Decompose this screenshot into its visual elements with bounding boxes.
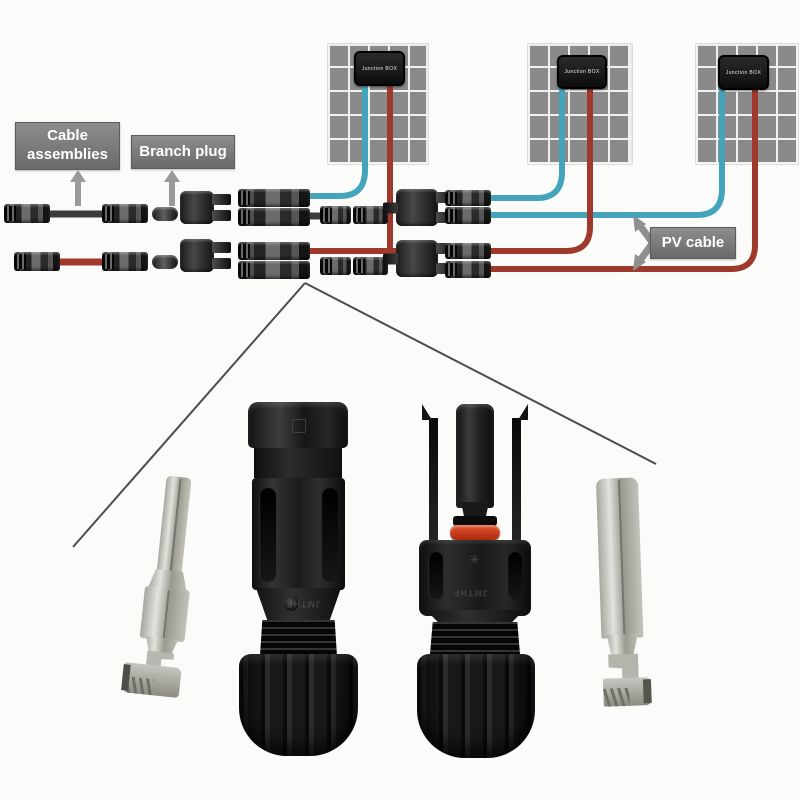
terminal-barrel	[139, 585, 190, 643]
connector-row2-mating-left	[320, 257, 351, 275]
male-side-slot	[507, 552, 522, 600]
arrow-shaft	[75, 181, 81, 206]
connector-row1-output-top	[445, 190, 491, 206]
junction-box-label: Junction BOX	[725, 69, 762, 76]
branch-plug-row1-right	[383, 189, 455, 226]
connector-row2-output-bottom	[445, 261, 491, 278]
connector-row1-assembly-right	[102, 204, 148, 223]
female-gland-nut	[239, 654, 358, 756]
junction-box-1: Junction BOX	[354, 51, 405, 86]
terminal-foot-edge	[642, 679, 652, 704]
junction-box-label: Junction BOX	[564, 69, 600, 75]
connector-row2-assembly-left	[14, 252, 60, 271]
male-threads	[430, 622, 520, 654]
connector-row1-mating-right	[353, 206, 388, 224]
connector-row2-pair-bottom	[238, 261, 310, 279]
connector-row1-round-coupler	[152, 207, 178, 221]
connector-row2-pair-top	[238, 242, 310, 260]
branch-plug-inlet	[383, 202, 398, 213]
connector-row2-assembly-right	[102, 252, 148, 271]
emboss-logo	[284, 596, 299, 611]
label-pv-cable-text: PV cable	[661, 233, 725, 251]
male-pin-taper	[461, 502, 489, 518]
male-side-slot	[428, 552, 443, 600]
label-pv-cable: PV cable	[650, 227, 736, 259]
female-threads	[260, 620, 337, 656]
branch-plug-inlet	[383, 253, 398, 264]
terminal-serrations	[603, 687, 630, 707]
clip-barb	[422, 404, 432, 420]
connector-row2-output-top	[445, 243, 491, 259]
male-body: ✳ JMTHF	[419, 540, 531, 616]
arrow-head	[164, 170, 180, 182]
mc4-female-connector: JMTHF	[237, 400, 361, 764]
emboss-star-icon: ✳	[469, 552, 480, 567]
negative-cable-panel-1	[305, 79, 368, 199]
connector-row2-round-coupler	[152, 255, 178, 269]
positive-cable-panel-1	[353, 79, 393, 268]
callout-line-left	[72, 282, 306, 548]
connector-row1-mating-left	[320, 206, 351, 224]
male-pin	[456, 404, 494, 508]
terminal-notch	[608, 654, 639, 681]
pv-cable-arrowhead-down	[633, 254, 646, 271]
terminal-crimp-foot	[120, 662, 182, 699]
female-side-slot	[321, 488, 338, 582]
label-cable-assemblies-line2: assemblies	[27, 146, 108, 163]
clip-barb	[518, 404, 528, 420]
male-cone	[426, 610, 524, 624]
male-clip-arm-left	[422, 404, 438, 542]
terminal-crimp-foot	[602, 677, 652, 707]
connector-row1-pair-top	[238, 189, 310, 207]
connector-row1-assembly-left	[4, 204, 50, 223]
junction-box-3: Junction BOX	[718, 55, 769, 90]
male-clip-arm-right	[512, 404, 528, 542]
arrow-to-cable-assemblies	[70, 170, 86, 206]
positive-cable-panel-2	[485, 83, 593, 254]
callout-line-right	[304, 282, 657, 465]
male-collar	[453, 516, 497, 526]
terminal-neck	[605, 633, 640, 656]
branch-plug-row2-left	[180, 239, 231, 272]
connector-row2-mating-right	[353, 257, 388, 275]
positive-cable-panel-3	[485, 83, 758, 272]
emboss-brand-text: JMTHF	[453, 588, 488, 598]
mc4-male-connector: ✳ JMTHF	[413, 404, 539, 766]
female-cap	[248, 402, 348, 448]
branch-plug-row2-right	[383, 240, 455, 277]
arrow-shaft	[169, 181, 175, 206]
label-branch-plug-text: Branch plug	[139, 142, 227, 160]
male-o-ring	[450, 525, 500, 540]
female-cone: JMTHF	[256, 588, 341, 622]
metal-crimp-terminal-right	[588, 477, 658, 715]
terminal-barrel	[595, 477, 644, 639]
arrow-head	[70, 170, 86, 182]
pv-cable-arrowhead-up	[633, 215, 646, 232]
junction-box-label: Junction BOX	[361, 65, 398, 72]
male-gland-nut	[417, 654, 535, 758]
label-cable-assemblies-line1: Cable	[47, 127, 88, 145]
emboss-brand-text: JMTHF	[286, 599, 321, 609]
connector-row1-output-bottom	[445, 207, 491, 224]
label-branch-plug: Branch plug	[131, 135, 235, 169]
label-cable-assemblies: Cable assemblies	[15, 122, 120, 170]
female-side-slot	[259, 488, 276, 582]
negative-cable-panel-2	[485, 83, 565, 201]
terminal-pin	[156, 475, 192, 576]
connector-row1-pair-bottom	[238, 208, 310, 226]
female-neck	[254, 448, 342, 478]
junction-box-2: Junction BOX	[557, 55, 607, 89]
negative-cable-panel-3	[485, 83, 725, 218]
female-body	[252, 478, 345, 590]
arrow-to-branch-plug	[164, 170, 180, 206]
branch-plug-row1-left	[180, 191, 231, 224]
